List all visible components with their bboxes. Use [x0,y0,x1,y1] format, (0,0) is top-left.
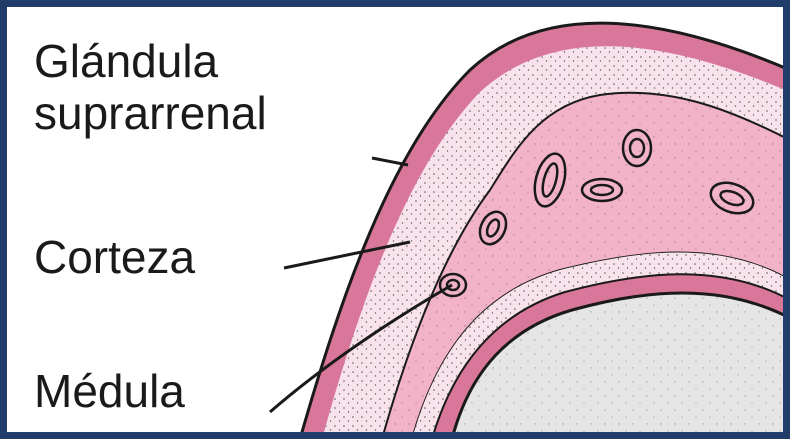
gland-label-line2: suprarrenal [34,88,267,140]
cortex-label: Corteza [34,232,195,284]
gland-label: Glándula suprarrenal [34,36,267,139]
medulla-label: Médula [34,366,185,418]
gland-label-line1: Glándula [34,36,267,88]
